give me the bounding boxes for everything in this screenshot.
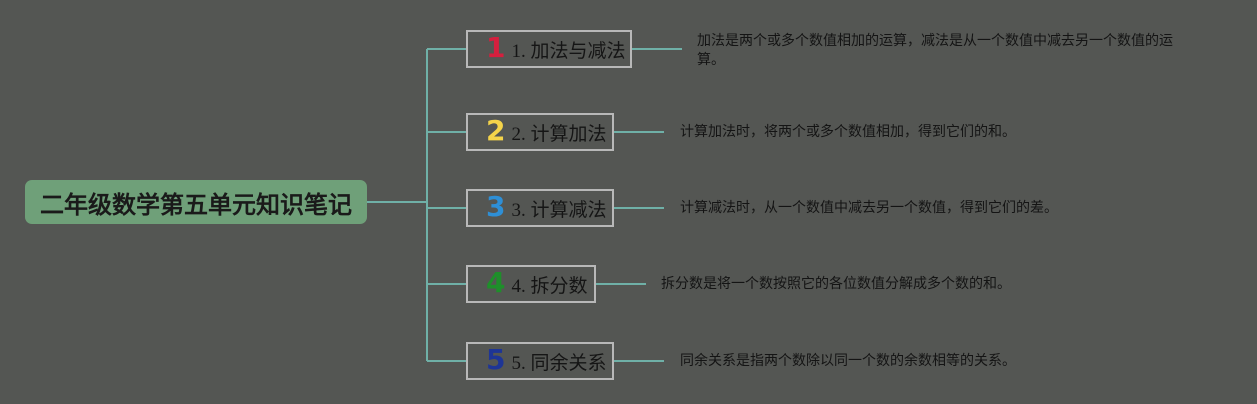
number-badge-icon: 4 xyxy=(486,266,506,299)
topic-label: 2. 计算加法 xyxy=(511,123,607,145)
topic-description: 加法是两个或多个数值相加的运算，减法是从一个数值中减去另一个数值的运算。 xyxy=(697,33,1173,68)
topic-node-1[interactable]: 1 1. 加法与减法 xyxy=(466,30,632,68)
topic-label: 1. 加法与减法 xyxy=(511,40,626,62)
topic-description: 计算减法时，从一个数值中减去另一个数值，得到它们的差。 xyxy=(680,200,1058,216)
root-node-label: 二年级数学第五单元知识笔记 xyxy=(40,190,352,219)
topic-label: 5. 同余关系 xyxy=(511,352,607,374)
topic-label: 3. 计算减法 xyxy=(511,199,607,221)
topic-node-3[interactable]: 3 3. 计算减法 xyxy=(466,189,614,227)
number-badge-icon: 2 xyxy=(486,114,506,147)
topic-description: 计算加法时，将两个或多个数值相加，得到它们的和。 xyxy=(680,124,1016,140)
topic-node-5[interactable]: 5 5. 同余关系 xyxy=(466,342,614,380)
topic-description: 拆分数是将一个数按照它的各位数值分解成多个数的和。 xyxy=(661,276,1011,292)
topic-description: 同余关系是指两个数除以同一个数的余数相等的关系。 xyxy=(680,353,1016,369)
number-badge-icon: 5 xyxy=(486,343,506,376)
number-badge-icon: 1 xyxy=(486,31,506,64)
topic-label: 4. 拆分数 xyxy=(511,275,588,297)
root-node[interactable]: 二年级数学第五单元知识笔记 xyxy=(25,180,367,224)
number-badge-icon: 3 xyxy=(486,190,506,223)
topic-node-2[interactable]: 2 2. 计算加法 xyxy=(466,113,614,151)
topic-node-4[interactable]: 4 4. 拆分数 xyxy=(466,265,596,303)
